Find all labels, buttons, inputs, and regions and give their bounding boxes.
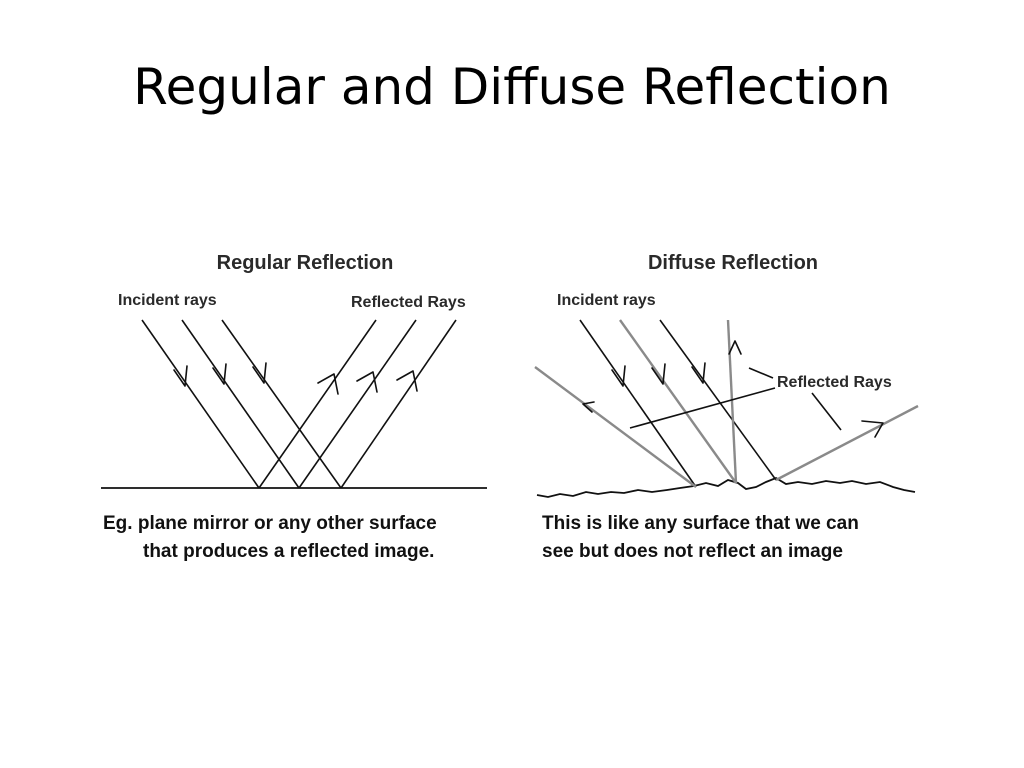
diffuse-reflected-label: Reflected Rays — [777, 374, 892, 391]
arrowhead — [317, 373, 339, 395]
arrowhead — [728, 340, 742, 355]
reflected-ray — [534, 366, 697, 488]
arrowhead — [173, 365, 188, 387]
reflected-ray — [340, 319, 457, 489]
regular-caption-line1: Eg. plane mirror or any other surface — [103, 513, 437, 534]
rough-surface — [536, 476, 916, 498]
regular-heading: Regular Reflection — [217, 252, 394, 274]
arrowhead — [691, 362, 706, 384]
arrowhead — [651, 363, 666, 385]
diffuse-heading: Diffuse Reflection — [648, 252, 818, 274]
leader-line — [811, 392, 842, 431]
regular-incident-label: Incident rays — [118, 292, 217, 309]
arrowhead — [861, 420, 884, 438]
arrowhead — [212, 363, 227, 385]
arrowhead — [396, 370, 418, 392]
diffuse-incident-label: Incident rays — [557, 292, 656, 309]
leader-line — [629, 387, 776, 429]
incident-ray — [619, 319, 737, 484]
slide-title: Regular and Diffuse Reflection — [133, 58, 891, 116]
reflected-ray — [775, 404, 919, 482]
arrowhead — [252, 362, 267, 384]
incident-ray — [221, 319, 342, 489]
incident-ray — [181, 319, 300, 489]
reflected-ray — [258, 319, 377, 489]
arrowhead — [356, 371, 378, 393]
leader-line — [748, 367, 774, 379]
arrowhead — [582, 401, 595, 413]
incident-ray — [141, 319, 260, 489]
diffuse-caption-line2: see but does not reflect an image — [542, 541, 843, 562]
incident-ray — [659, 319, 777, 481]
diffuse-caption-line1: This is like any surface that we can — [542, 513, 859, 534]
incident-ray — [579, 319, 697, 488]
reflected-ray — [298, 319, 417, 489]
regular-reflection-panel: Regular Reflection Incident rays Reflect… — [101, 252, 487, 562]
regular-reflected-label: Reflected Rays — [351, 294, 466, 311]
regular-caption-line2: that produces a reflected image. — [143, 541, 434, 562]
diffuse-reflection-panel: Diffuse Reflection Incident rays Reflect… — [534, 252, 919, 562]
reflected-ray — [726, 319, 738, 484]
arrowhead — [611, 365, 626, 387]
